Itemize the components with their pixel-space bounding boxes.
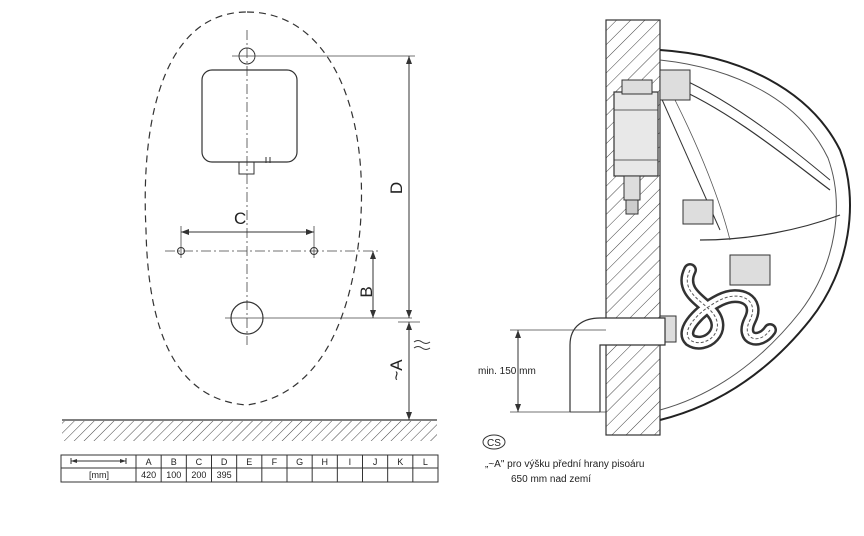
language-note: CS „~A" pro výšku přední hrany pisoáru 6… <box>482 434 644 485</box>
urinal-body <box>659 49 851 421</box>
flush-unit-box <box>201 69 298 163</box>
table-header-i: I <box>349 457 352 467</box>
urinal-outline <box>144 11 363 406</box>
table-unit: [mm] <box>89 470 109 480</box>
fixing-hole-right <box>310 247 318 255</box>
lang-code: CS <box>487 438 501 449</box>
table-header-f: F <box>272 457 278 467</box>
table-value-c: 200 <box>191 470 206 480</box>
front-view: C B D ~A <box>62 11 437 441</box>
side-view: min. 150 mm <box>478 19 851 436</box>
table-header-k: K <box>397 457 403 467</box>
min-height-label: min. 150 mm <box>478 366 536 377</box>
table-value-d: 395 <box>217 470 232 480</box>
dimension-table: [mm] A 420 B 100 C 200 D 395 E F G H I J K L <box>60 454 439 483</box>
table-value-b: 100 <box>166 470 181 480</box>
dim-label-a: ~A <box>387 359 406 381</box>
fixing-hole-left <box>177 247 185 255</box>
dim-label-d: D <box>387 182 406 194</box>
table-header-d: D <box>221 457 228 467</box>
table-value-a: 420 <box>141 470 156 480</box>
table-header-j: J <box>373 457 378 467</box>
floor-hatch <box>62 421 437 441</box>
drain-pipe <box>569 317 666 412</box>
siphon-trap <box>659 254 777 350</box>
table-header-c: C <box>196 457 203 467</box>
dim-label-c: C <box>234 209 246 228</box>
table-header-g: G <box>296 457 303 467</box>
note-line-2: 650 mm nad zemí <box>511 474 591 485</box>
dim-label-b: B <box>357 286 376 297</box>
flush-valve <box>613 91 659 177</box>
note-line-1: „~A" pro výšku přední hrany pisoáru <box>485 459 644 470</box>
table-header-b: B <box>171 457 177 467</box>
table-header-a: A <box>146 457 152 467</box>
lang-badge <box>482 434 506 450</box>
table-header-h: H <box>322 457 329 467</box>
table-header-l: L <box>423 457 428 467</box>
table-header-e: E <box>246 457 252 467</box>
